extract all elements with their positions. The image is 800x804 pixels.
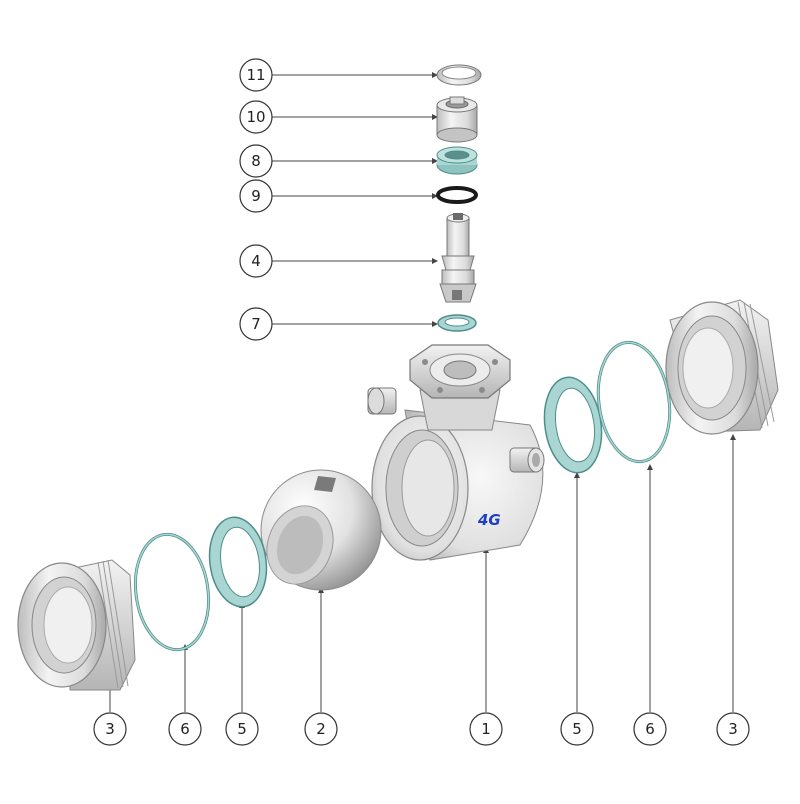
callout-6-left-label: 6 — [180, 720, 190, 738]
callout-6-right-label: 6 — [645, 720, 655, 738]
callout-10-label: 10 — [246, 108, 265, 126]
brand-mark: 4G — [477, 511, 501, 529]
callout-4: 4 — [239, 244, 273, 278]
callout-1-label: 1 — [481, 720, 491, 738]
part-1-valve-body: 4G — [367, 344, 545, 561]
callout-3-right-label: 3 — [728, 720, 738, 738]
part-5-seat-left — [208, 516, 268, 608]
callout-9: 9 — [239, 179, 273, 213]
part-6-gasket-left — [133, 532, 211, 652]
callout-8-label: 8 — [251, 152, 261, 170]
callout-8: 8 — [239, 144, 273, 178]
part-5-seat-right — [543, 376, 603, 474]
leader-lines — [109, 74, 734, 712]
callout-5-right: 5 — [560, 712, 594, 746]
callout-3-right: 3 — [716, 712, 750, 746]
callout-3-left: 3 — [93, 712, 127, 746]
part-6-gasket-right — [596, 340, 672, 464]
part-3-end-connector-right — [665, 299, 779, 435]
callout-7: 7 — [239, 307, 273, 341]
callout-2: 2 — [304, 712, 338, 746]
callout-6-right: 6 — [633, 712, 667, 746]
part-4-stem — [439, 213, 477, 303]
part-3-end-connector-left — [17, 559, 136, 691]
callout-6-left: 6 — [168, 712, 202, 746]
callout-7-label: 7 — [251, 315, 261, 333]
callout-2-label: 2 — [316, 720, 326, 738]
part-8-seal-ring — [436, 146, 478, 175]
callout-5-left: 5 — [225, 712, 259, 746]
part-10-bushing — [436, 96, 478, 143]
callout-11: 11 — [239, 58, 273, 92]
part-2-ball — [260, 469, 382, 591]
callout-5-left-label: 5 — [237, 720, 247, 738]
part-7-seal-washer — [437, 314, 477, 332]
callout-9-label: 9 — [251, 187, 261, 205]
part-11-ring — [436, 64, 482, 86]
callout-4-label: 4 — [251, 252, 261, 270]
callout-3-left-label: 3 — [105, 720, 115, 738]
callout-10: 10 — [239, 100, 273, 134]
callouts: 11 10 8 9 4 7 3 6 — [93, 58, 750, 746]
callout-5-right-label: 5 — [572, 720, 582, 738]
part-9-oring — [436, 186, 478, 204]
callout-1: 1 — [469, 712, 503, 746]
callout-11-label: 11 — [246, 66, 265, 84]
